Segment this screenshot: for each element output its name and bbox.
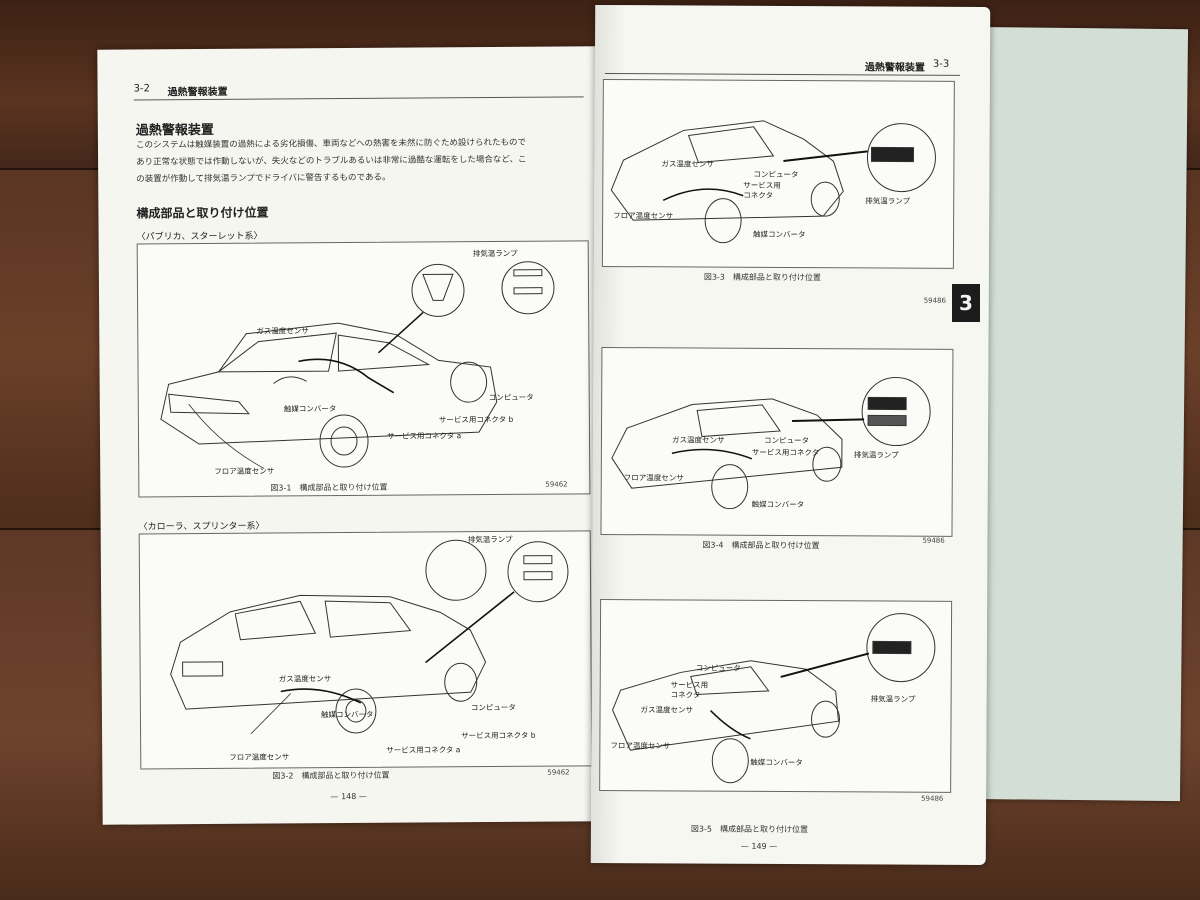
- fig2-connector-a-label: サービス用コネクタ a: [386, 745, 461, 755]
- figure-3-2: 排気温ランプ ガス温度センサ 触媒コンバータ コンピュータ サービス用コネクタ …: [138, 530, 593, 770]
- fig2-connector-b-label: サービス用コネクタ b: [461, 730, 536, 741]
- left-page: 3-2 過熱警報装置 過熱警報装置 このシステムは触媒装置の過熱による劣化損傷、…: [97, 46, 603, 825]
- figure-3-1: 排気温ランプ ガス温度センサ 触媒コンバータ コンピュータ サービス用コネクタ …: [136, 240, 591, 498]
- fig2-floor-sensor-label: フロア温度センサ: [229, 752, 290, 762]
- fig3-code: 59486: [923, 296, 947, 305]
- fig4-connector-label: サービス用コネクタ: [751, 447, 820, 458]
- fig4-floor-sensor-label: フロア温度センサ: [623, 473, 684, 483]
- fig5-caption: 図3-5 構成部品と取り付け位置: [690, 824, 809, 835]
- fig4-code: 59486: [922, 536, 945, 545]
- right-section-number: 3-3: [932, 58, 950, 70]
- fig1-floor-sensor-label: フロア温度センサ: [214, 466, 275, 476]
- right-page: 過熱警報装置 3-3 ガス温度センサ コンピュータ サービス用 コネクタ フロア…: [590, 4, 991, 866]
- fig1-computer-label: コンピュータ: [488, 392, 534, 403]
- fig5-code: 59486: [921, 794, 944, 803]
- fig2-code: 59462: [547, 768, 570, 777]
- right-header-title: 過熱警報装置: [864, 62, 925, 74]
- car-diagram-starlet: [160, 261, 555, 469]
- fig3-catalyst-label: 触媒コンバータ: [753, 229, 806, 240]
- fig1-exhaust-lamp-label: 排気温ランプ: [472, 248, 518, 259]
- fig3-caption: 図3-3 構成部品と取り付け位置: [703, 272, 821, 283]
- fig3-gas-sensor-label: ガス温度センサ: [661, 159, 714, 169]
- fig4-catalyst-label: 触媒コンバータ: [751, 499, 805, 510]
- fig5-catalyst-label: 触媒コンバータ: [750, 757, 803, 768]
- back-cover: [955, 26, 1189, 802]
- fig2-catalyst-label: 触媒コンバータ: [320, 709, 374, 720]
- fig2-gas-sensor-label: ガス温度センサ: [278, 674, 332, 684]
- left-heading: 過熱警報装置: [135, 122, 214, 139]
- left-header-title: 過熱警報装置: [167, 86, 228, 99]
- fig1-catalyst-label: 触媒コンバータ: [283, 404, 337, 414]
- fig4-gas-sensor-label: ガス温度センサ: [671, 435, 725, 445]
- figure-3-3: ガス温度センサ コンピュータ サービス用 コネクタ フロア温度センサ 触媒コンバ…: [601, 79, 955, 269]
- fig5-exhaust-lamp-label: 排気温ランプ: [870, 694, 916, 704]
- fig3-floor-sensor-label: フロア温度センサ: [613, 211, 674, 221]
- car-diagram-fig5: [612, 613, 936, 784]
- fig5-connector-label: サービス用 コネクタ: [670, 680, 709, 700]
- fig2-exhaust-lamp-label: 排気温ランプ: [467, 534, 513, 545]
- fig1-connector-b-label: サービス用コネクタ b: [438, 414, 514, 425]
- fig1-caption: 図3-1 構成部品と取り付け位置: [270, 482, 388, 493]
- fig5-gas-sensor-label: ガス温度センサ: [640, 705, 694, 715]
- fig5-floor-sensor-label: フロア温度センサ: [610, 741, 671, 751]
- fig3-connector-label: サービス用 コネクタ: [743, 180, 781, 200]
- fig4-caption: 図3-4 構成部品と取り付け位置: [702, 540, 820, 551]
- chapter-tab: 3: [952, 284, 980, 322]
- fig4-exhaust-lamp-label: 排気温ランプ: [853, 450, 899, 460]
- fig4-computer-label: コンピュータ: [763, 435, 809, 446]
- fig2-group-label: 〈カローラ、スプリンター系〉: [138, 521, 265, 533]
- fig1-group-label: 〈パブリカ、スターレット系〉: [136, 231, 263, 243]
- fig5-computer-label: コンピュータ: [695, 663, 741, 673]
- car-diagram-corolla: [170, 539, 569, 734]
- car-diagram-fig3: [610, 120, 936, 244]
- fig2-computer-label: コンピュータ: [470, 702, 516, 713]
- fig3-computer-label: コンピュータ: [753, 169, 799, 180]
- fig3-exhaust-lamp-label: 排気温ランプ: [865, 196, 911, 206]
- car-diagram-fig4: [611, 377, 931, 510]
- left-section-number: 3-2: [133, 83, 150, 95]
- intro-paragraph: このシステムは触媒装置の過熱による劣化損傷、車両などへの熱害を未然に防ぐため設け…: [135, 137, 527, 185]
- fig2-caption: 図3-2 構成部品と取り付け位置: [272, 770, 390, 781]
- figure-3-4: ガス温度センサ コンピュータ サービス用コネクタ フロア温度センサ 触媒コンバー…: [600, 347, 954, 537]
- components-subheading: 構成部品と取り付け位置: [136, 205, 269, 221]
- right-page-number: — 149 —: [740, 841, 778, 851]
- left-page-number: — 148 —: [330, 791, 367, 802]
- figure-3-5: コンピュータ サービス用 コネクタ ガス温度センサ フロア温度センサ 触媒コンバ…: [599, 599, 953, 793]
- fig1-code: 59462: [545, 480, 568, 489]
- fig1-gas-sensor-label: ガス温度センサ: [256, 326, 309, 336]
- fig1-connector-a-label: サービス用コネクタ a: [386, 431, 462, 441]
